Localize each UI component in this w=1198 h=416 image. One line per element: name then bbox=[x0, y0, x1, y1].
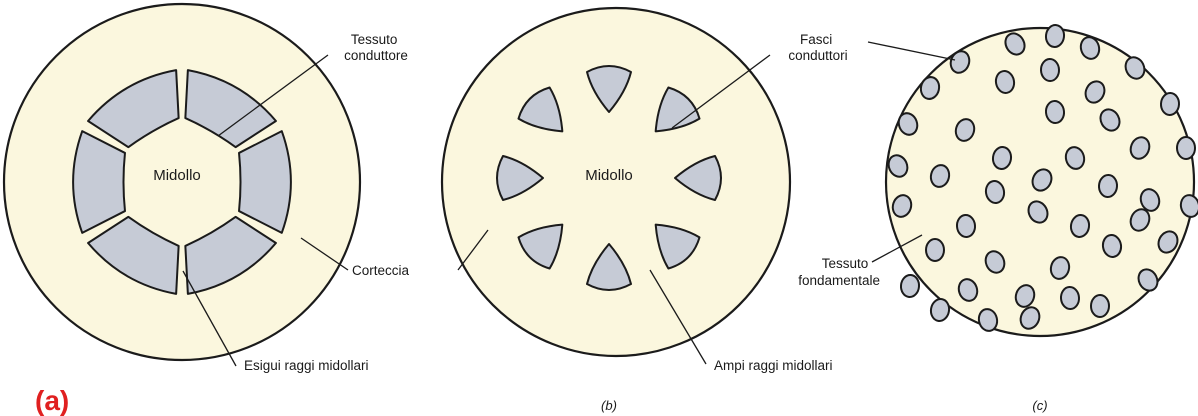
scattered-bundle bbox=[900, 274, 920, 297]
scattered-bundle bbox=[956, 214, 976, 237]
scattered-bundle bbox=[926, 239, 944, 261]
ampi-raggi-label: Ampi raggi midollari bbox=[714, 358, 833, 373]
corteccia-label: Corteccia bbox=[352, 263, 410, 278]
fasci-conduttori-label: Fasci conduttori bbox=[788, 32, 847, 63]
leader-fasci-c bbox=[868, 42, 955, 60]
scattered-bundle bbox=[1098, 174, 1117, 197]
panel-b: Midollo Fasci conduttori Ampi raggi mido… bbox=[442, 8, 848, 413]
scattered-bundle bbox=[1060, 286, 1079, 309]
esigui-raggi-label: Esigui raggi midollari bbox=[244, 358, 369, 373]
scattered-bundle bbox=[1041, 59, 1060, 82]
panel-a-watermark: (a) bbox=[35, 385, 69, 416]
caption-c: (c) bbox=[1032, 398, 1047, 413]
panel-c: Tessuto fondamentale (c) bbox=[798, 24, 1198, 413]
scattered-bundle bbox=[1091, 295, 1109, 317]
scattered-bundle bbox=[1160, 93, 1179, 116]
caption-b: (b) bbox=[601, 398, 617, 413]
midollo-label-b: Midollo bbox=[585, 167, 633, 184]
midollo-label-a: Midollo bbox=[153, 167, 201, 184]
scattered-bundle bbox=[1177, 137, 1195, 159]
panel-a: Midollo Tessuto conduttore Corteccia Esi… bbox=[4, 4, 410, 416]
tessuto-fondamentale-label: Tessuto fondamentale bbox=[798, 256, 880, 288]
tessuto-conduttore-label: Tessuto conduttore bbox=[344, 32, 408, 63]
